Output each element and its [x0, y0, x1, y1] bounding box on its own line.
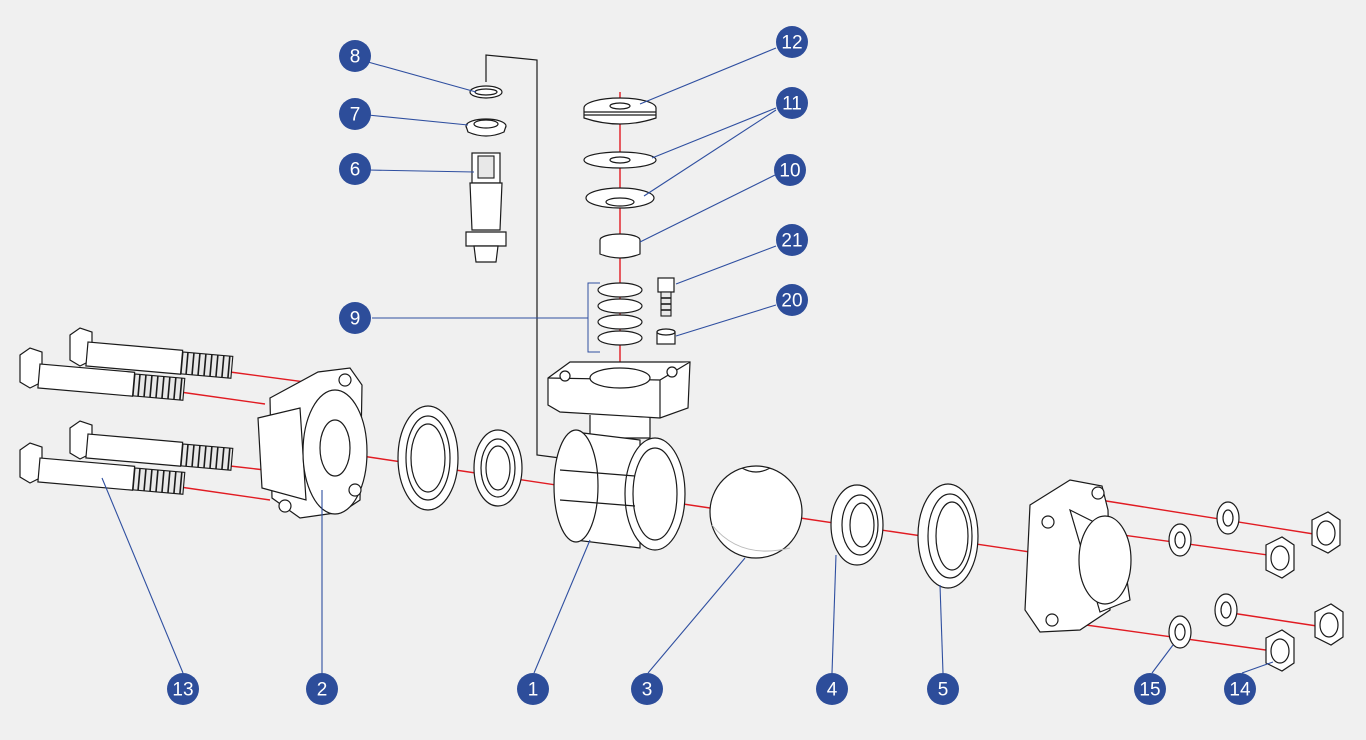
- valve-body: [547, 361, 691, 551]
- callout-7: 7: [339, 98, 371, 130]
- callout-11: 11: [776, 87, 808, 119]
- callout-8: 8: [339, 40, 371, 72]
- cap-screw: [657, 277, 675, 317]
- hex-nuts: [1265, 511, 1344, 672]
- gland-nut: [583, 97, 657, 125]
- callout-4: 4: [816, 673, 848, 705]
- callout-14: 14: [1224, 673, 1256, 705]
- seat-ring-left-outer: [397, 405, 459, 511]
- thrust-washers: [583, 151, 657, 209]
- ball: [709, 465, 803, 559]
- callout-10: 10: [774, 154, 806, 186]
- svg-text:20: 20: [781, 291, 802, 312]
- springs-bracket: [587, 282, 600, 353]
- packing-nut: [599, 233, 641, 259]
- svg-text:14: 14: [1229, 680, 1251, 701]
- callout-12: 12: [776, 26, 808, 58]
- seat-ring-left-inner: [473, 429, 523, 507]
- valve-stem: [465, 152, 507, 263]
- bolt-lower-back: [69, 420, 234, 471]
- stem-bushing: [465, 118, 507, 137]
- bolt-upper-front: [19, 347, 186, 401]
- svg-text:4: 4: [827, 680, 838, 701]
- callout-6: 6: [339, 153, 371, 185]
- svg-text:6: 6: [350, 160, 361, 181]
- end-cap-left: [257, 367, 368, 519]
- svg-text:12: 12: [781, 33, 802, 54]
- leader-lines: [101, 47, 1274, 674]
- callout-15: 15: [1134, 673, 1166, 705]
- callout-9: 9: [339, 302, 371, 334]
- callout-1: 1: [517, 673, 549, 705]
- stem-connector-line: [485, 54, 561, 459]
- callout-3: 3: [631, 673, 663, 705]
- svg-text:2: 2: [317, 680, 328, 701]
- svg-text:3: 3: [642, 680, 653, 701]
- svg-text:10: 10: [779, 161, 800, 182]
- svg-text:11: 11: [782, 94, 802, 115]
- bolt-upper-back: [69, 327, 234, 379]
- seat-ring-right-outer: [917, 483, 979, 589]
- callout-21: 21: [776, 224, 808, 256]
- svg-text:13: 13: [172, 680, 193, 701]
- svg-text:8: 8: [350, 47, 361, 68]
- svg-text:9: 9: [350, 309, 361, 330]
- svg-text:15: 15: [1139, 680, 1160, 701]
- svg-text:21: 21: [781, 231, 802, 252]
- seat-ring-right-inner: [830, 484, 884, 566]
- svg-text:1: 1: [528, 680, 539, 701]
- o-ring-top: [469, 85, 503, 99]
- washers: [1168, 501, 1240, 649]
- callout-2: 2: [306, 673, 338, 705]
- small-nut: [656, 328, 676, 345]
- bolt-lower-front: [19, 442, 186, 495]
- disc-springs: [597, 282, 643, 346]
- callout-5: 5: [927, 673, 959, 705]
- end-cap-right: [1024, 479, 1132, 633]
- callout-20: 20: [776, 284, 808, 316]
- svg-text:7: 7: [350, 105, 361, 126]
- callout-13: 13: [167, 673, 199, 705]
- svg-text:5: 5: [938, 680, 949, 701]
